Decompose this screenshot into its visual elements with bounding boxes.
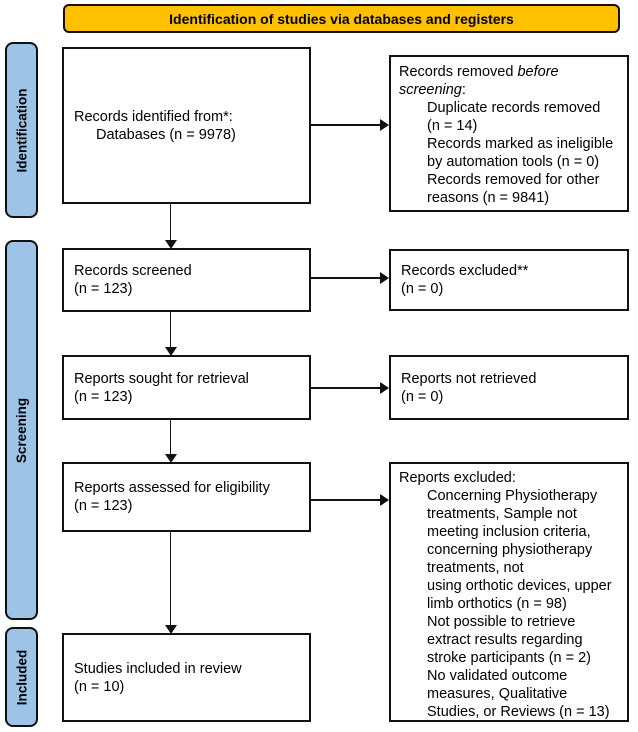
box-records-excluded: Records excluded** (n = 0) (389, 249, 629, 311)
box-studies-included: Studies included in review (n = 10) (62, 633, 311, 722)
box-reports-excluded: Reports excluded: Concerning Physiothera… (389, 462, 629, 722)
arrow-screened-to-sought-line (169, 312, 171, 348)
stage-label-screening: Screening (5, 240, 38, 620)
records-removed-header-italic2: screening (399, 82, 462, 98)
stage-label-identification: Identification (5, 42, 38, 218)
arrow-identified-to-screened-line (169, 204, 171, 241)
stage-label-included-text: Included (14, 649, 30, 705)
arrow-assessed-to-reportsexcluded-line (311, 499, 381, 501)
box-records-screened: Records screened (n = 123) (62, 248, 311, 312)
arrow-screened-to-sought-head (164, 347, 177, 356)
reports-assessed-text: Reports assessed for eligibility (n = 12… (74, 480, 270, 514)
box-reports-not-retrieved: Reports not retrieved (n = 0) (389, 355, 629, 420)
records-removed-header-italic1: before (517, 64, 559, 80)
box-reports-assessed: Reports assessed for eligibility (n = 12… (62, 462, 311, 532)
box-records-identified: Records identified from*: Databases (n =… (62, 47, 311, 204)
reports-sought-text: Reports sought for retrieval (n = 123) (74, 370, 249, 405)
records-removed-header-colon: : (461, 82, 466, 98)
records-identified-line2: Databases (n = 9978) (96, 126, 236, 143)
arrow-assessed-to-included-head (164, 625, 177, 634)
records-removed-header-line2: screening: (399, 81, 623, 99)
box-records-removed: Records removed before screening: Duplic… (389, 55, 629, 212)
records-removed-items: Duplicate records removed (n = 14) Recor… (427, 100, 614, 206)
arrow-identified-to-removed-head (380, 119, 389, 131)
records-excluded-text: Records excluded** (n = 0) (401, 263, 529, 297)
records-identified-line1: Records identified from*: (74, 108, 233, 125)
arrow-sought-to-notretrieved-line (311, 387, 381, 389)
reports-not-retrieved-text: Reports not retrieved (n = 0) (401, 370, 537, 405)
records-removed-header-line1: Records removed before (399, 63, 623, 81)
arrow-identified-to-removed-line (311, 124, 381, 126)
banner-title: Identification of studies via databases … (169, 10, 514, 27)
arrow-sought-to-assessed-line (169, 420, 171, 455)
stage-label-screening-text: Screening (14, 397, 29, 463)
arrow-sought-to-notretrieved-head (380, 382, 389, 394)
arrow-identified-to-screened-head (164, 240, 177, 249)
arrow-assessed-to-included-line (169, 532, 171, 626)
arrow-screened-to-excluded-line (311, 277, 381, 279)
records-screened-text: Records screened (n = 123) (74, 263, 192, 297)
reports-excluded-header: Reports excluded: (399, 470, 516, 486)
records-removed-header-normal: Records removed (399, 64, 518, 80)
studies-included-text: Studies included in review (n = 10) (74, 660, 242, 695)
arrow-assessed-to-reportsexcluded-head (380, 494, 389, 506)
stage-label-included: Included (5, 627, 38, 727)
reports-excluded-items: Concerning Physiotherapy treatments, Sam… (427, 488, 612, 720)
box-reports-sought: Reports sought for retrieval (n = 123) (62, 355, 311, 420)
banner-identification-via-databases: Identification of studies via databases … (63, 4, 620, 33)
stage-label-identification-text: Identification (14, 88, 29, 172)
arrow-screened-to-excluded-head (380, 272, 389, 284)
arrow-sought-to-assessed-head (164, 454, 177, 463)
